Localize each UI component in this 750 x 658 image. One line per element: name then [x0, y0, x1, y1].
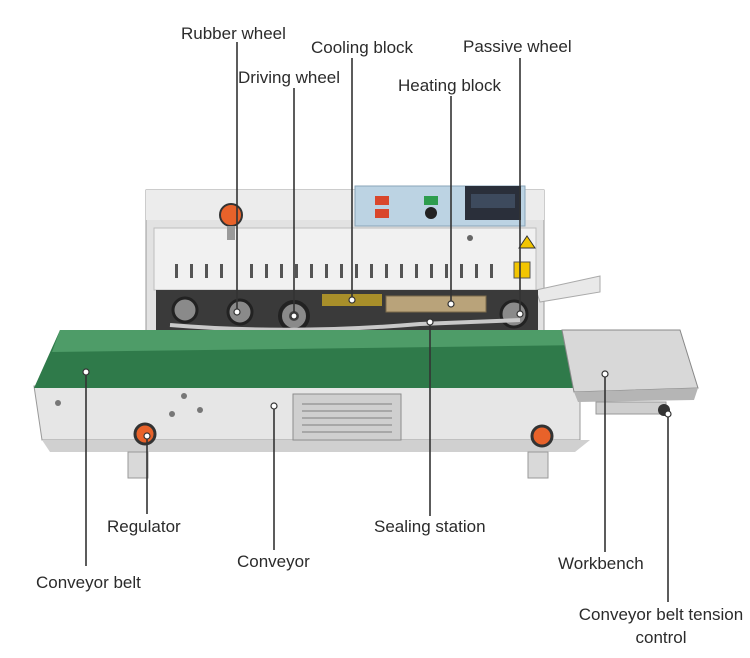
workbench-shape: [561, 329, 699, 416]
label-passive-wheel: Passive wheel: [463, 37, 572, 56]
label-tension-control-line1: Conveyor belt tension: [578, 605, 744, 624]
label-workbench: Workbench: [558, 554, 644, 573]
label-conveyor: Conveyor: [237, 552, 310, 571]
leader-lines: [85, 42, 669, 602]
wheel-assembly: [156, 290, 538, 332]
conveyor-body: [33, 330, 590, 479]
label-tension-control-line2: control: [635, 628, 687, 647]
label-conveyor-belt: Conveyor belt: [36, 573, 141, 592]
label-tension-control: Conveyor belt tension control: [575, 605, 747, 648]
label-regulator: Regulator: [107, 517, 181, 536]
label-cooling-block: Cooling block: [311, 38, 414, 57]
label-rubber-wheel: Rubber wheel: [181, 24, 286, 43]
label-driving-wheel: Driving wheel: [238, 68, 341, 87]
label-heating-block: Heating block: [398, 76, 502, 95]
label-sealing-station: Sealing station: [374, 517, 486, 536]
